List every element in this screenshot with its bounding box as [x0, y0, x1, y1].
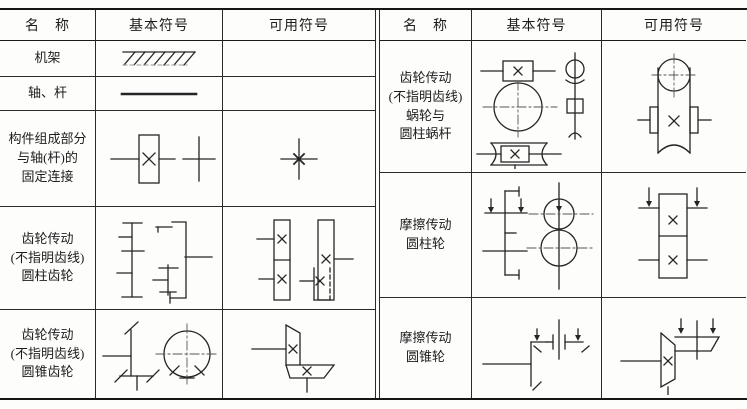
row-cyl-gear-basic-cell: [96, 207, 223, 310]
row-shaft-name: 轴、杆: [0, 77, 96, 111]
row-friction-bevel-basic-cell: [472, 298, 602, 398]
left-header-basic-symbol: 基本符号: [96, 10, 223, 41]
worm-drive-alt-icon: [637, 53, 712, 154]
friction-cylindrical-basic-icon: [481, 182, 593, 290]
row-frame-usable-cell: [223, 41, 375, 77]
fixed-connection-basic-icon: [110, 133, 216, 184]
row-fixed-connection-name: 构件组成部分 与轴(杆)的 固定连接: [0, 111, 96, 207]
row-friction-cyl-usable-cell: [602, 173, 746, 298]
friction-bevel-basic-icon: [481, 319, 590, 391]
row-shaft-basic-cell: [96, 77, 223, 111]
right-header-usable-symbol: 可用符号: [602, 10, 746, 41]
symbol-table: 名 称 基本符号 可用符号 机架 轴、杆: [0, 8, 747, 400]
left-table: 名 称 基本符号 可用符号 机架 轴、杆: [0, 10, 376, 398]
bevel-gear-basic-icon: [102, 321, 219, 391]
row-cyl-gear-usable-cell: [223, 207, 375, 310]
friction-cylindrical-alt-icon: [638, 187, 708, 279]
row-bevel-gear-basic-cell: [96, 310, 223, 398]
right-table: 名 称 基本符号 可用符号 齿轮传动 (不指明齿线) 蜗轮与 圆柱蜗杆: [379, 10, 746, 398]
row-friction-cyl-name: 摩擦传动 圆柱轮: [380, 173, 472, 298]
row-worm-name: 齿轮传动 (不指明齿线) 蜗轮与 圆柱蜗杆: [380, 41, 472, 173]
row-worm-usable-cell: [602, 41, 746, 173]
row-frame-name: 机架: [0, 41, 96, 77]
row-friction-cyl-basic-cell: [472, 173, 602, 298]
row-frame-basic-cell: [96, 41, 223, 77]
left-header-usable-symbol: 可用符号: [223, 10, 375, 41]
frame-hatch-icon: [122, 50, 196, 66]
row-fixed-connection-usable-cell: [223, 111, 375, 207]
row-shaft-usable-cell: [223, 77, 375, 111]
shaft-line-icon: [120, 92, 198, 95]
row-fixed-connection-basic-cell: [96, 111, 223, 207]
left-header-name: 名 称: [0, 10, 96, 41]
row-friction-bevel-usable-cell: [602, 298, 746, 398]
friction-bevel-alt-icon: [620, 318, 721, 395]
row-friction-bevel-name: 摩擦传动 圆锥轮: [380, 298, 472, 398]
right-header-name: 名 称: [380, 10, 472, 41]
fixed-connection-alt-icon: [280, 137, 318, 180]
worm-drive-basic-icon: [475, 51, 585, 169]
row-cyl-gear-name: 齿轮传动 (不指明齿线) 圆柱齿轮: [0, 207, 96, 310]
row-worm-basic-cell: [472, 41, 602, 173]
cylindrical-gear-alt-icon: [256, 219, 354, 301]
row-bevel-gear-usable-cell: [223, 310, 375, 398]
row-bevel-gear-name: 齿轮传动 (不指明齿线) 圆锥齿轮: [0, 310, 96, 398]
right-header-basic-symbol: 基本符号: [472, 10, 602, 41]
cylindrical-gear-basic-icon: [116, 221, 213, 304]
bevel-gear-alt-icon: [251, 323, 336, 393]
